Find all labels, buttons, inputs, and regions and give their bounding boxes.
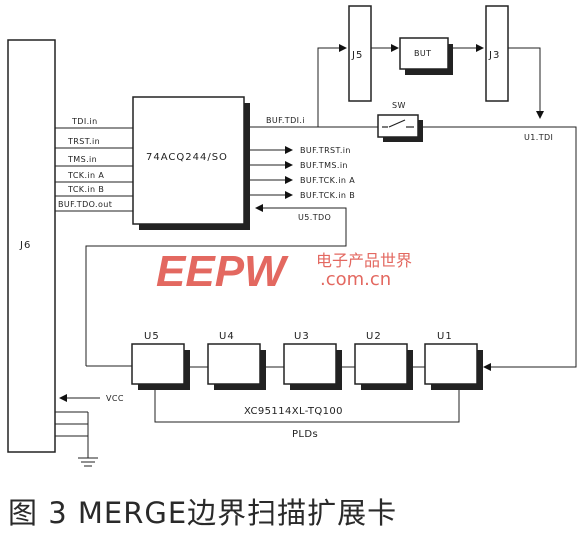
pld-chain [131, 343, 483, 390]
signal-buf-tdo-out: BUF.TDO.out [58, 200, 112, 209]
j6-connector [7, 39, 56, 453]
signal-trst-in: TRST.in [67, 137, 100, 146]
signal-tck-in-a: TCK.in A [67, 171, 104, 180]
pld-u3 [283, 343, 337, 385]
buffer-chip [132, 96, 245, 225]
j5-block [348, 5, 372, 102]
pld-u3-label: U3 [294, 331, 310, 342]
pld-group-label: PLDs [292, 429, 318, 440]
pld-part-number: XC95114XL-TQ100 [244, 406, 343, 417]
ground-symbol [55, 411, 98, 467]
signal-buf-tck-in-a: BUF.TCK.in A [300, 176, 355, 185]
signal-u1-tdi: U1.TDI [524, 133, 553, 142]
j3-block [485, 5, 509, 102]
but-block [399, 37, 449, 70]
signal-tck-in-b: TCK.in B [67, 185, 104, 194]
pld-u4-label: U4 [219, 331, 235, 342]
watermark-logo: EEPW [156, 247, 289, 296]
buffer-label: 74ACQ244/SO [146, 152, 228, 163]
j5-label: J5 [351, 50, 363, 61]
sw-block [377, 114, 419, 138]
but-label: BUT [414, 49, 431, 58]
j3-label: J3 [488, 50, 500, 61]
figure-caption: 图 3 MERGE边界扫描扩展卡 [8, 496, 398, 530]
signal-buf-tck-in-b: BUF.TCK.in B [300, 191, 355, 200]
signal-buf-trst-in: BUF.TRST.in [300, 146, 351, 155]
watermark-url: .com.cn [320, 269, 391, 290]
pld-u2-label: U2 [366, 331, 382, 342]
pld-u4 [207, 343, 261, 385]
vcc-label: VCC [106, 394, 124, 403]
signal-buf-tdi-i: BUF.TDI.i [266, 116, 305, 125]
pld-u1-label: U1 [437, 331, 453, 342]
pld-u5-label: U5 [144, 331, 160, 342]
signal-u5-tdo: U5.TDO [298, 213, 331, 222]
pld-u1 [424, 343, 478, 385]
watermark-cn: 电子产品世界 [316, 251, 412, 270]
pld-u5 [131, 343, 185, 385]
signal-buf-tms-in: BUF.TMS.in [300, 161, 348, 170]
signal-tms-in: TMS.in [67, 155, 97, 164]
j6-label: J6 [19, 240, 31, 251]
pld-u2 [354, 343, 408, 385]
signal-tdi-in: TDI.in [71, 117, 98, 126]
sw-label: SW [392, 101, 406, 110]
